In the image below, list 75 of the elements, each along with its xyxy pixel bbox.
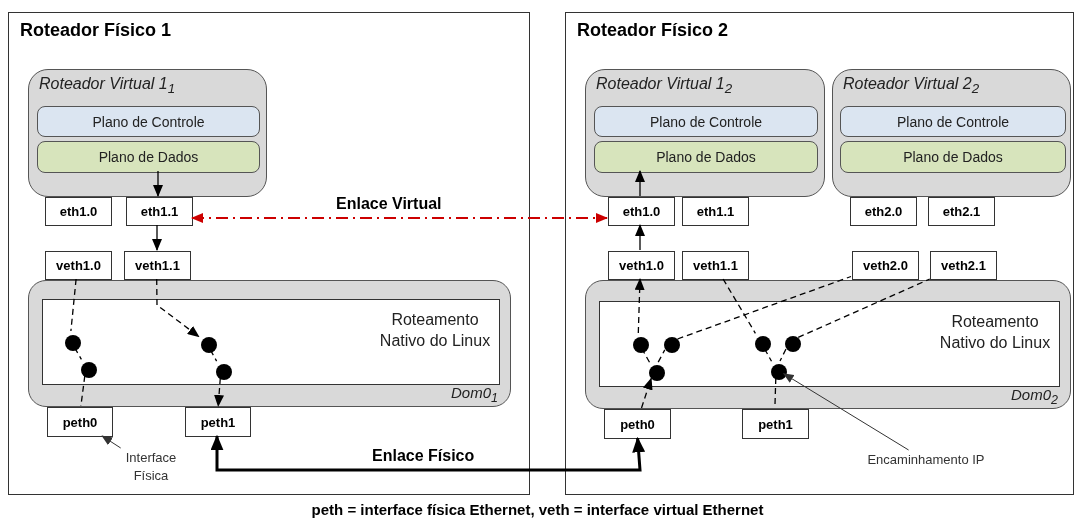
junction-dot: [216, 364, 232, 380]
interface-box: veth1.1: [124, 251, 191, 280]
arrow: [152, 224, 162, 251]
junction-dot: [755, 336, 771, 352]
panel-title: Roteador Virtual 1$_{2}$: [596, 75, 733, 97]
domain-label: Dom0$_{1}$: [451, 384, 498, 405]
caption: peth = interface física Ethernet, veth = interface virtual Ethernet: [311, 501, 764, 518]
junction-dot: [81, 362, 97, 378]
arrow: [635, 170, 645, 197]
arrow: [191, 213, 608, 223]
routing-area: [599, 301, 1060, 387]
arrow: [634, 278, 645, 334]
junction-dot: [65, 335, 81, 351]
virtual-router-panel: [28, 69, 267, 197]
virtual-router-panel: [585, 69, 825, 197]
interface-box: eth1.1: [682, 197, 749, 226]
connector-line: [779, 348, 787, 362]
arrow: [156, 278, 200, 338]
domain-label: Dom0$_{2}$: [1011, 386, 1058, 407]
arrow: [153, 170, 163, 197]
routing-area: [42, 299, 500, 385]
leader-line: [101, 435, 122, 449]
interface-box: peth0: [47, 407, 113, 437]
interface-box: eth1.0: [45, 197, 112, 226]
connector-line: [676, 275, 852, 340]
domain-panel: [28, 280, 511, 407]
arrow: [635, 224, 645, 251]
arrow: [640, 377, 653, 409]
leader-line: [782, 373, 910, 451]
router-frame: [8, 12, 530, 495]
interface-box: veth2.0: [852, 251, 919, 280]
control-plane-box: Plano de Controle: [840, 106, 1066, 137]
connector-line: [797, 278, 931, 339]
interface-box: veth1.0: [45, 251, 112, 280]
routing-label: Roteamento Nativo do Linux: [939, 312, 1051, 353]
junction-dot: [201, 337, 217, 353]
panel-title: Roteador Virtual 2$_{2}$: [843, 75, 980, 97]
control-plane-box: Plano de Controle: [594, 106, 818, 137]
arrow: [210, 434, 646, 472]
connector-line: [763, 348, 773, 362]
data-plane-box: Plano de Dados: [594, 141, 818, 173]
junction-dot: [771, 364, 787, 380]
connector-line: [73, 347, 83, 360]
frame-title: Roteador Físico 1: [20, 20, 172, 41]
interface-box: peth1: [742, 409, 809, 439]
interface-box: peth0: [604, 409, 671, 439]
interface-box: eth1.0: [608, 197, 675, 226]
router-frame: [565, 12, 1074, 495]
interface-box: veth1.1: [682, 251, 749, 280]
arrow: [214, 377, 224, 407]
interface-box: veth2.1: [930, 251, 997, 280]
connector-line: [641, 349, 651, 363]
virtual-router-panel: [832, 69, 1071, 197]
interface-box: veth1.0: [608, 251, 675, 280]
data-plane-box: Plano de Dados: [840, 141, 1066, 173]
junction-dot: [664, 337, 680, 353]
routing-label: Roteamento Nativo do Linux: [379, 310, 491, 351]
connector-line: [209, 349, 218, 362]
connector-line: [722, 278, 757, 334]
data-plane-box: Plano de Dados: [37, 141, 260, 173]
interface-box: eth2.1: [928, 197, 995, 226]
junction-dot: [785, 336, 801, 352]
interface-box: eth1.1: [126, 197, 193, 226]
annotation-text: Interface Física: [115, 449, 187, 487]
control-plane-box: Plano de Controle: [37, 106, 260, 137]
domain-panel: [585, 280, 1071, 409]
panel-title: Roteador Virtual 1$_{1}$: [39, 75, 176, 97]
interface-box: eth2.0: [850, 197, 917, 226]
annotation-text: Encaminhamento IP: [846, 451, 1006, 471]
interface-box: peth1: [185, 407, 251, 437]
connector-line: [657, 349, 666, 363]
junction-dot: [633, 337, 649, 353]
connector-line: [70, 278, 77, 332]
frame-title: Roteador Físico 2: [577, 20, 729, 41]
junction-dot: [649, 365, 665, 381]
